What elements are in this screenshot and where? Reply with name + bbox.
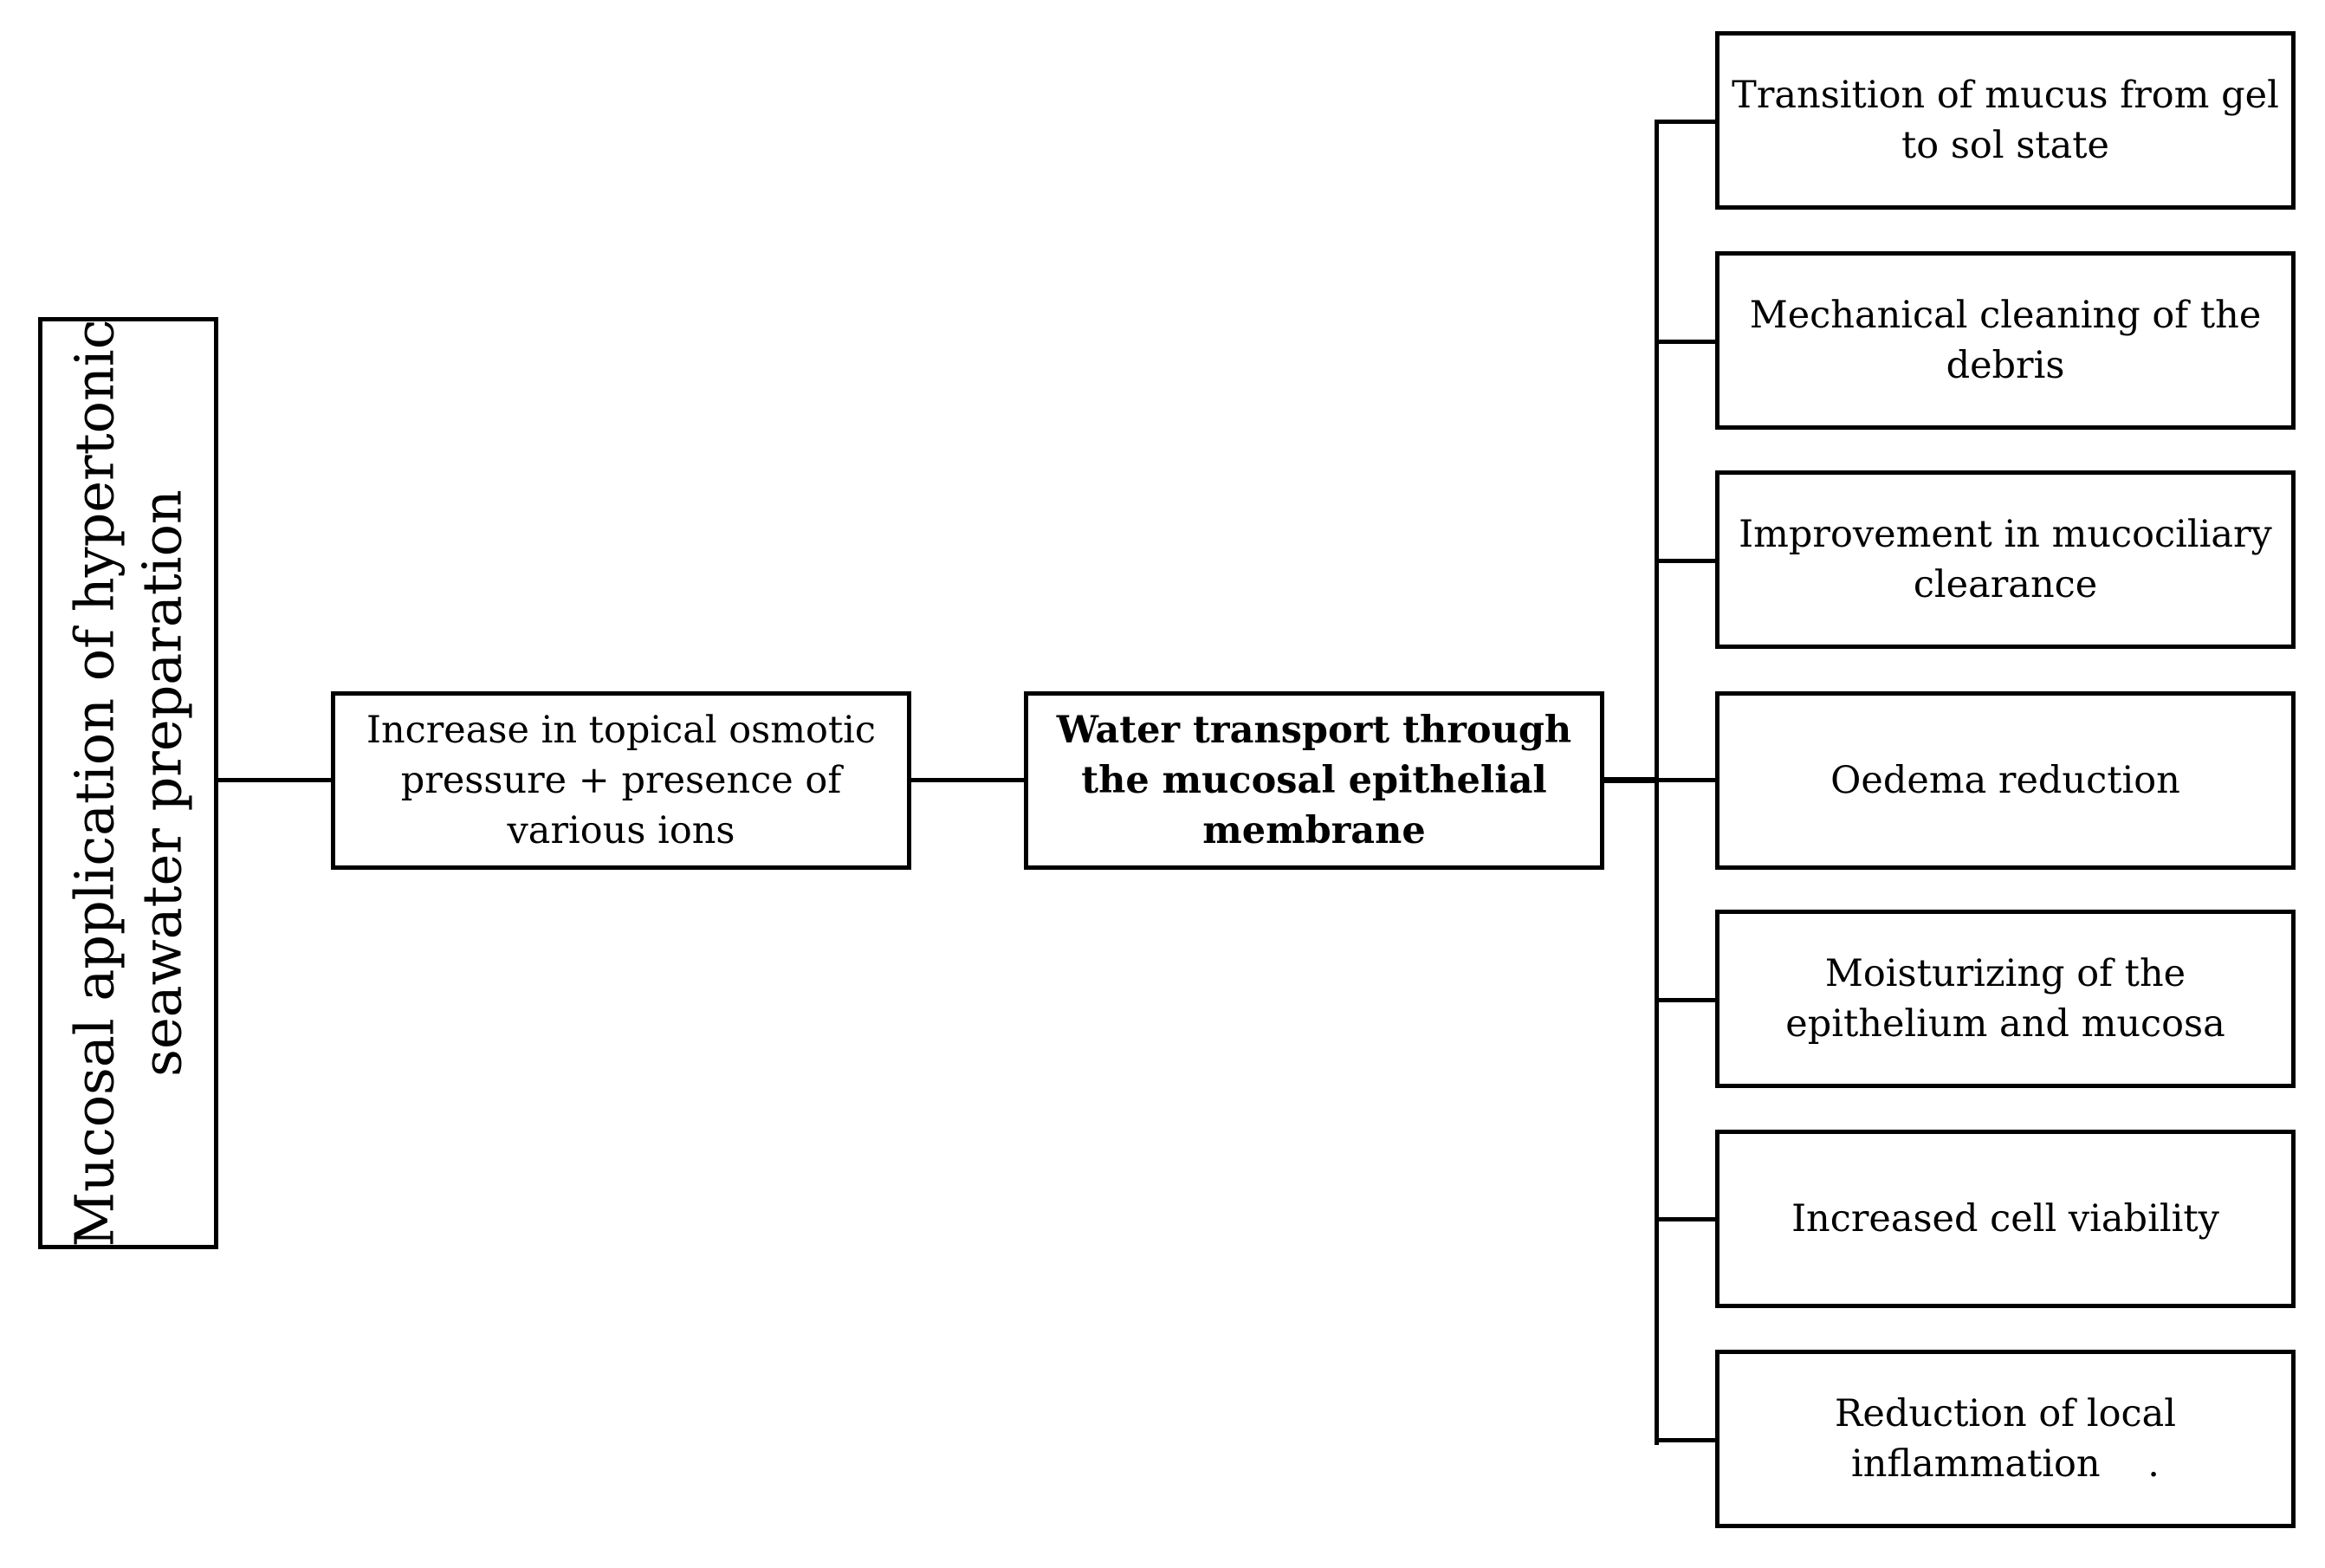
branch-tick xyxy=(1655,340,1717,344)
outcome-text: Transition of mucus from gel to sol stat… xyxy=(1732,74,2279,167)
outcome-box: Transition of mucus from gel to sol stat… xyxy=(1715,31,2296,210)
branch-tick xyxy=(1655,120,1717,124)
outcome-box: Increased cell viability xyxy=(1715,1130,2296,1308)
outcome-text: Moisturizing of the epithelium and mucos… xyxy=(1785,952,2225,1046)
outcome-text: Increased cell viability xyxy=(1791,1197,2219,1241)
central-box: Water transport through the mucosal epit… xyxy=(1024,691,1604,870)
branch-tick xyxy=(1655,559,1717,563)
outcome-text: Reduction of local inflammation . xyxy=(1835,1392,2188,1486)
outcome-box: Moisturizing of the epithelium and mucos… xyxy=(1715,910,2296,1088)
branch-spine xyxy=(1655,120,1659,1445)
central-text: Water transport through the mucosal epit… xyxy=(1056,709,1572,852)
branch-tick xyxy=(1655,1438,1717,1442)
source-box: Mucosal application of hypertonic seawat… xyxy=(38,317,218,1249)
outcome-text: Improvement in mucociliary clearance xyxy=(1739,513,2272,606)
branch-tick xyxy=(1655,998,1717,1002)
connector-central-spine xyxy=(1604,777,1658,783)
source-text: Mucosal application of hypertonic seawat… xyxy=(61,320,196,1247)
branch-tick xyxy=(1655,1217,1717,1221)
outcome-box: Mechanical cleaning of the debris xyxy=(1715,251,2296,430)
outcome-text: Oedema reduction xyxy=(1830,759,2180,802)
outcome-box: Oedema reduction xyxy=(1715,691,2296,870)
source-text-line2: seawater preparation xyxy=(130,489,193,1077)
outcome-box: Improvement in mucociliary clearance xyxy=(1715,470,2296,649)
connector-source-mechanism xyxy=(218,778,333,782)
source-text-line1: Mucosal application of hypertonic xyxy=(62,319,126,1247)
mechanism-box: Increase in topical osmotic pressure + p… xyxy=(331,691,911,870)
outcome-box: Reduction of local inflammation . xyxy=(1715,1350,2296,1528)
branch-tick xyxy=(1655,778,1717,782)
mechanism-text: Increase in topical osmotic pressure + p… xyxy=(366,709,877,852)
connector-mechanism-central xyxy=(911,778,1026,782)
outcome-text: Mechanical cleaning of the debris xyxy=(1749,294,2262,387)
